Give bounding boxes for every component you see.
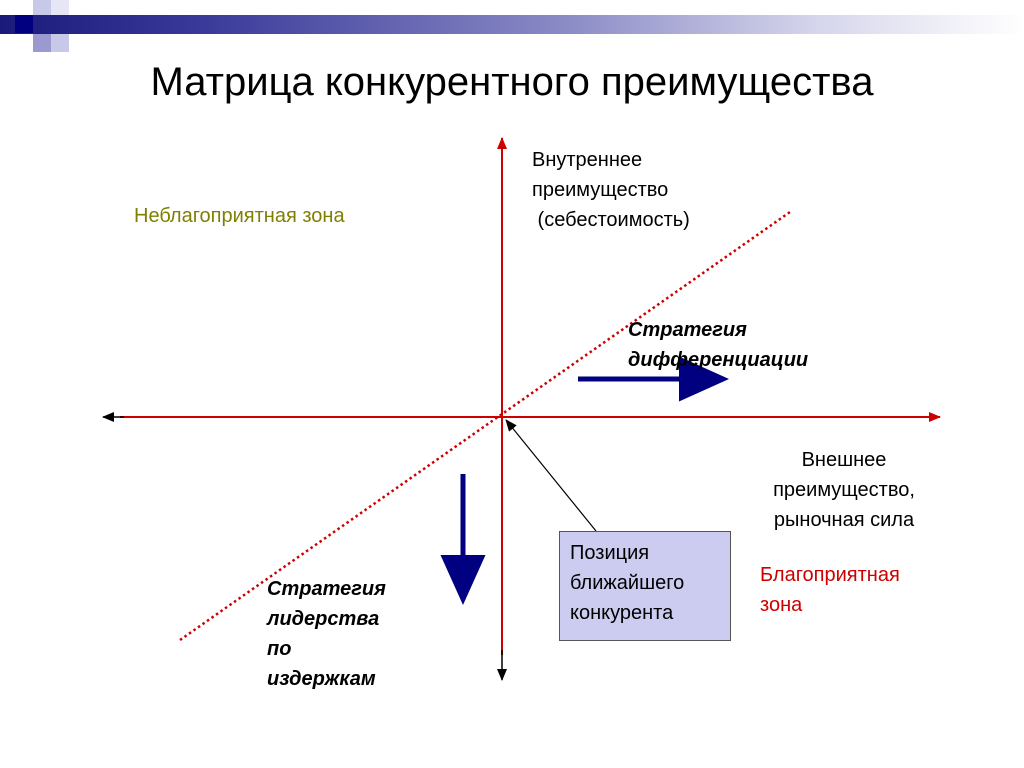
page-title: Матрица конкурентного преимущества bbox=[150, 60, 874, 104]
cost-leadership-strategy-label: Стратегия лидерства по издержкам bbox=[267, 578, 386, 690]
header-decor-square bbox=[51, 34, 69, 52]
external-advantage-label: Внешнее преимущество, рыночная сила bbox=[773, 449, 915, 531]
header-decor-square bbox=[33, 0, 51, 15]
header-gradient-band bbox=[0, 15, 1024, 34]
unfavorable-zone-label: Неблагоприятная зона bbox=[134, 205, 345, 227]
competitor-pointer-arrow bbox=[505, 419, 597, 532]
internal-advantage-label: Внутреннее преимущество (себестоимость) bbox=[532, 149, 690, 231]
header-decor-square bbox=[51, 0, 69, 15]
favorable-zone-label: Благоприятная зона bbox=[760, 564, 900, 616]
differentiation-strategy-label: Стратегия дифференциации bbox=[628, 319, 809, 371]
header-decor-square bbox=[33, 34, 51, 52]
competitor-position-box: Позиция ближайшего конкурента bbox=[559, 531, 731, 641]
header-decor-square bbox=[15, 15, 33, 33]
